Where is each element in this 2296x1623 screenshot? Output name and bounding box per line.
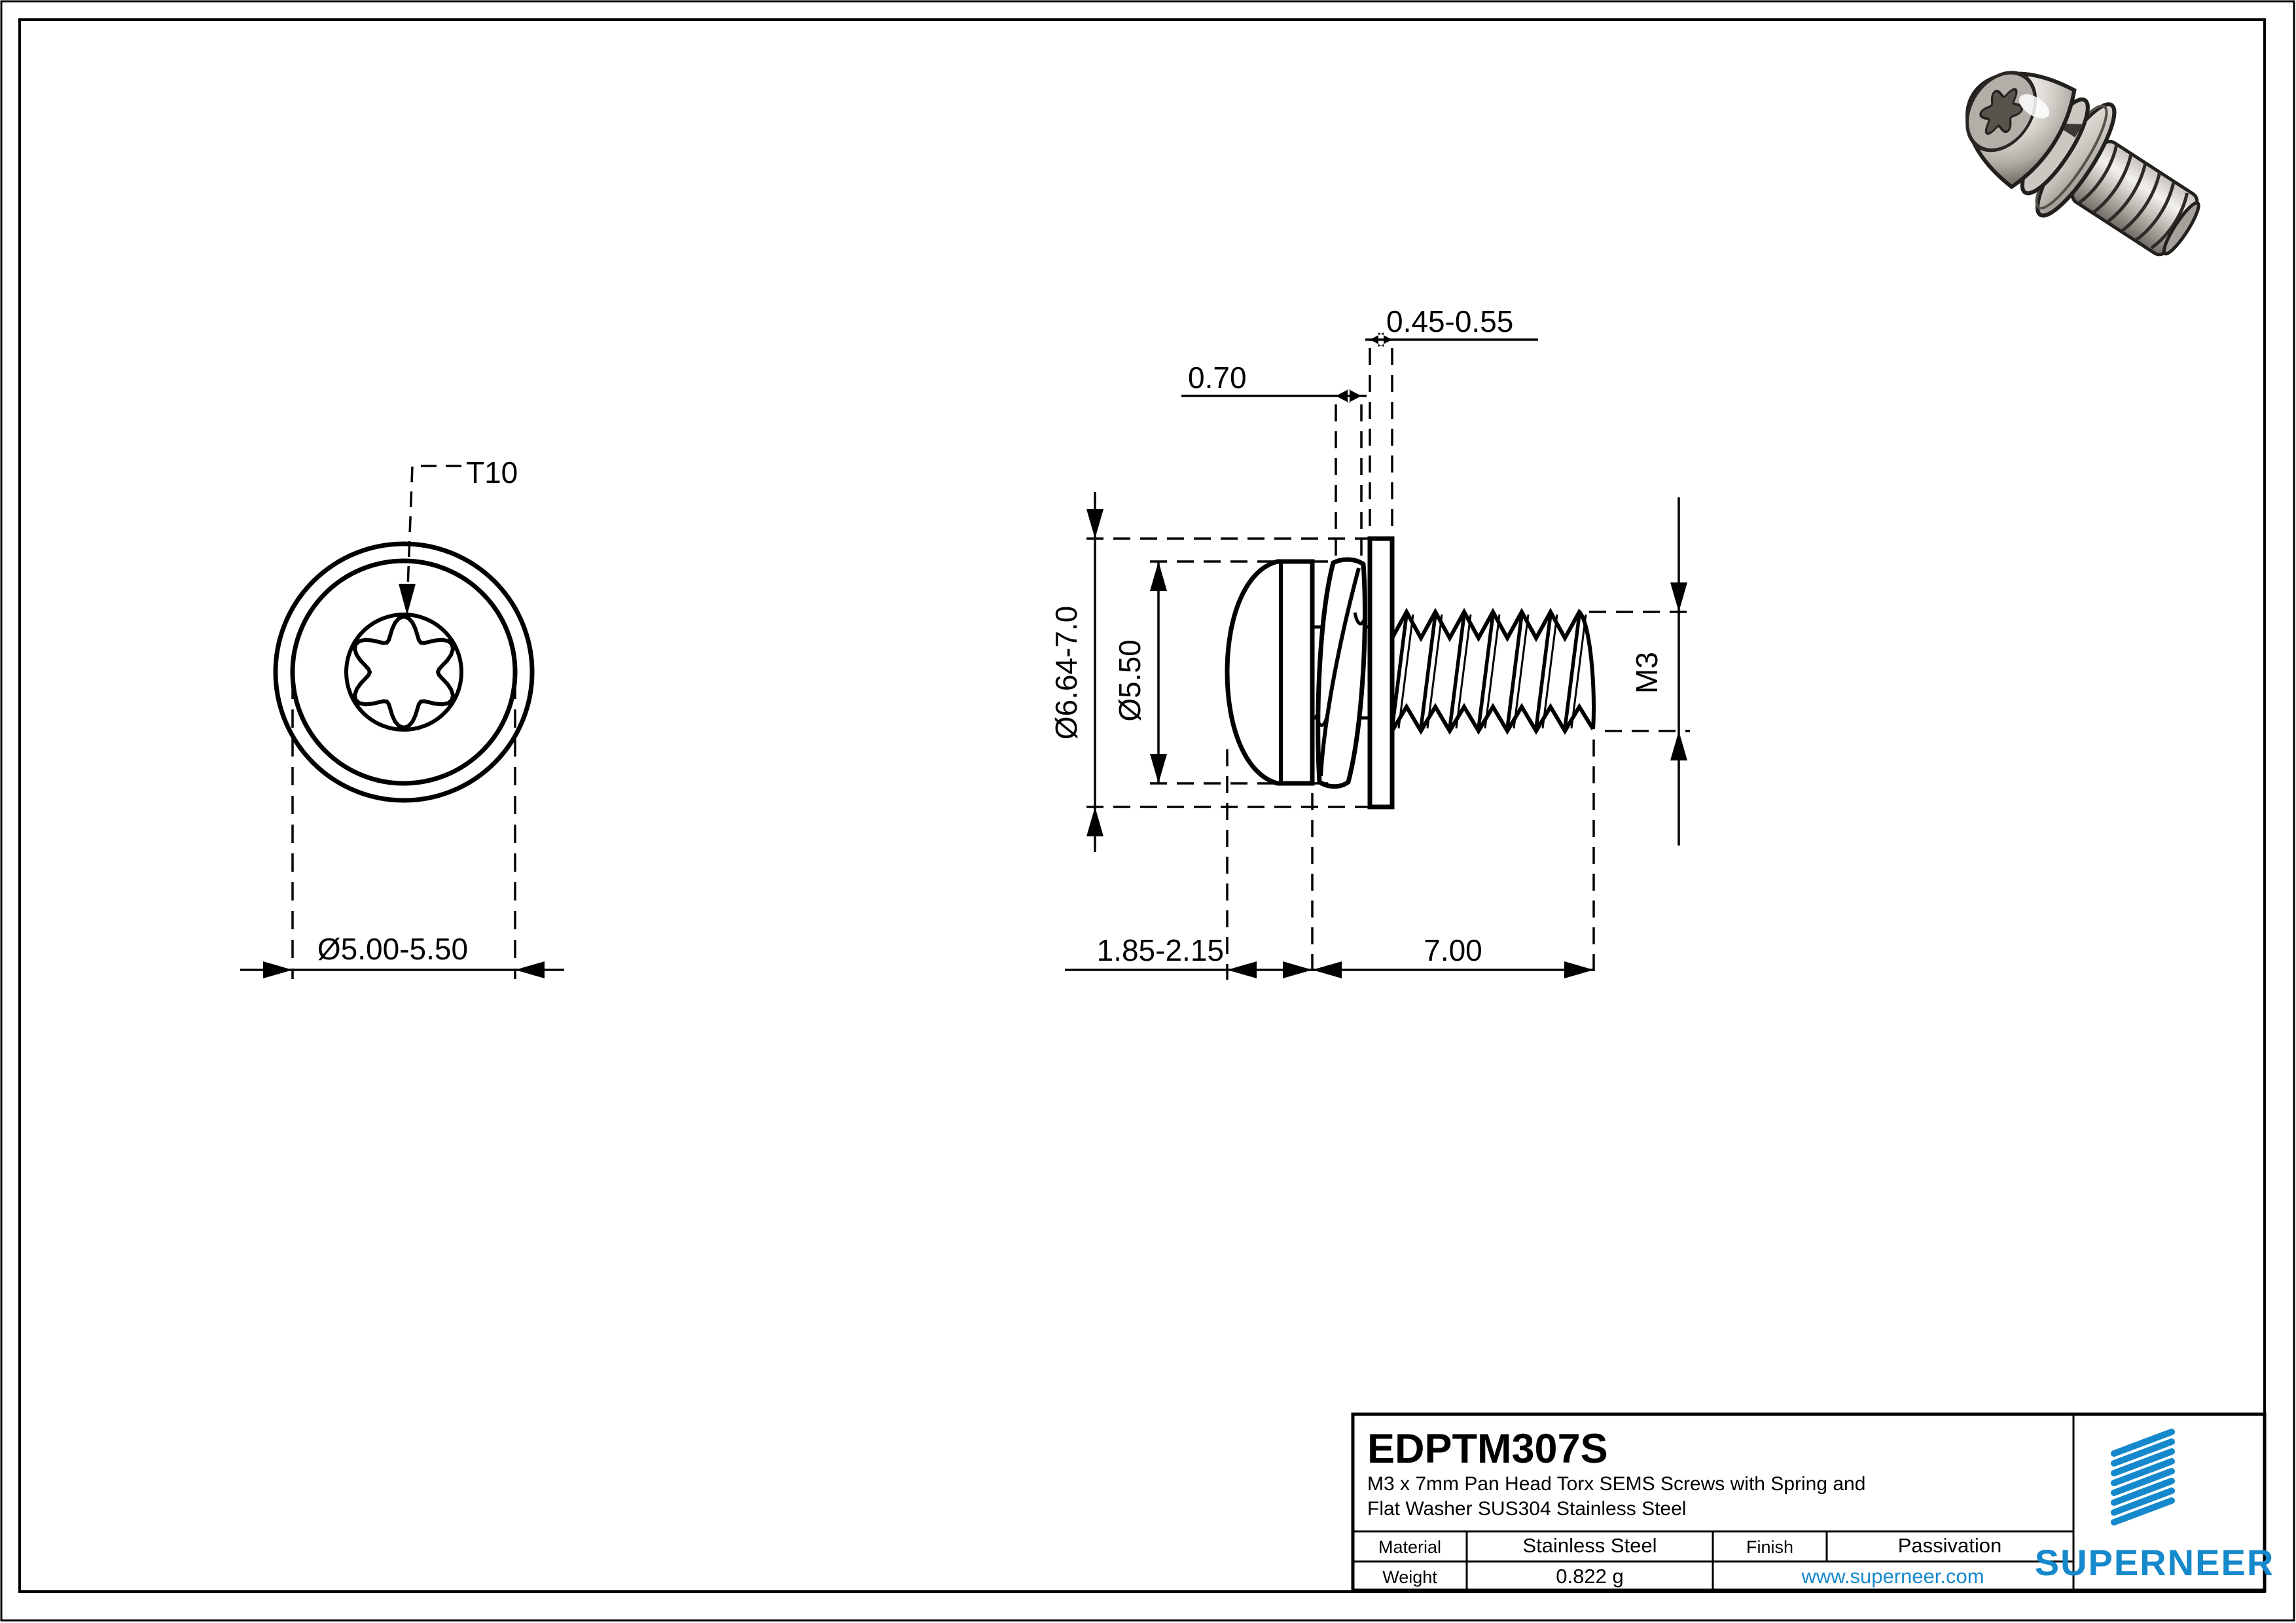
dim-arrow	[1086, 509, 1103, 539]
dim-arrow	[1150, 754, 1167, 783]
dim-flat-washer-thickness	[1365, 332, 1538, 535]
part-description-line2: Flat Washer SUS304 Stainless Steel	[1367, 1498, 1686, 1520]
thread-crest-top	[1390, 607, 1596, 730]
finish-value: Passivation	[1898, 1534, 2002, 1557]
title-block: EDPTM307S M3 x 7mm Pan Head Torx SEMS Sc…	[1351, 1412, 2275, 1592]
dim-spring-washer-thickness-text: 0.70	[1188, 361, 1247, 395]
dim-flat-washer-thickness-text: 0.45-0.55	[1386, 304, 1513, 338]
spring-washer-outline	[1316, 557, 1367, 789]
dim-arrow	[1150, 562, 1167, 591]
dim-arrow	[263, 961, 293, 978]
dim-head-od	[1150, 560, 1329, 785]
dim-arrow	[1086, 807, 1103, 836]
dim-arrow	[1564, 961, 1594, 978]
brand-name: SUPERNEER	[2035, 1542, 2275, 1583]
flat-washer-profile	[1367, 536, 1395, 810]
pan-head-profile	[1225, 559, 1315, 786]
thread-flank-lines	[1390, 614, 1581, 729]
torx-recess-outline	[352, 614, 456, 730]
dim-arrow	[1670, 731, 1687, 760]
dim-torx-size: T10	[466, 455, 518, 490]
dim-thread-spec-text: M3	[1630, 652, 1664, 694]
dim-arrow	[1312, 961, 1342, 978]
extension-line	[1226, 740, 1595, 980]
title-block-column-lines	[1465, 1414, 2075, 1590]
washer-outline-circle	[273, 541, 535, 803]
head-outline-circle	[290, 558, 518, 786]
spring-washer-tip-bottom	[1314, 714, 1329, 727]
torx-callout	[399, 465, 461, 615]
front-head-dia-dimension	[240, 681, 564, 979]
thread-crest-bottom	[1390, 703, 1595, 735]
dim-head-diameter-front: Ø5.00-5.50	[317, 932, 468, 966]
spring-washer-coil-edge	[1319, 567, 1361, 777]
part-number: EDPTM307S	[1367, 1426, 1608, 1472]
render-thread-ridges	[2078, 145, 2189, 249]
finish-label: Finish	[1746, 1537, 1793, 1557]
inner-border	[18, 18, 2266, 1593]
dim-arrow-bowtie	[1370, 332, 1392, 347]
front-view	[240, 465, 564, 979]
dim-arrow	[515, 961, 545, 978]
dim-head-height-text: 1.85-2.15	[1097, 933, 1224, 967]
render-flat-washer-edge	[2035, 104, 2108, 210]
spring-washer-tip-top	[1353, 612, 1367, 626]
dim-head-od-text: Ø5.50	[1113, 639, 1147, 721]
dim-arrow	[1283, 961, 1312, 978]
thread-profile	[1390, 607, 1596, 735]
render-highlight	[2018, 94, 2050, 118]
spring-washer-profile	[1314, 557, 1367, 789]
extension-line	[1369, 348, 1393, 535]
leader-arrow	[399, 584, 416, 615]
part-description-line1: M3 x 7mm Pan Head Torx SEMS Screws with …	[1367, 1473, 1865, 1495]
torx-socket-circle	[344, 613, 463, 732]
dim-thread-spec	[1589, 497, 1690, 846]
website-link[interactable]: www.superneer.com	[1801, 1565, 1984, 1588]
material-label: Material	[1378, 1537, 1441, 1557]
weight-label: Weight	[1382, 1567, 1437, 1587]
dim-arrow-bowtie	[1336, 389, 1361, 403]
extension-line	[1589, 611, 1690, 732]
dim-thread-length-text: 7.00	[1424, 933, 1482, 967]
dim-washer-od-text: Ø6.64-7.0	[1049, 606, 1083, 740]
iso-render	[1965, 71, 2200, 257]
superneer-logo-icon	[2111, 1429, 2175, 1525]
dim-spring-washer-thickness	[1181, 389, 1367, 556]
dim-bottom-lengths	[1065, 740, 1595, 980]
render-thread-tip	[2162, 201, 2200, 256]
dim-arrow	[1670, 582, 1687, 612]
material-value: Stainless Steel	[1522, 1534, 1657, 1557]
extension-line	[1150, 560, 1329, 785]
side-view	[1065, 332, 1690, 980]
render-torx-face	[1965, 71, 2037, 152]
thread-flank-lines-2	[1397, 614, 1587, 729]
weight-value: 0.822 g	[1556, 1565, 1623, 1588]
dim-arrow	[1227, 961, 1257, 978]
extension-line	[1335, 404, 1363, 556]
